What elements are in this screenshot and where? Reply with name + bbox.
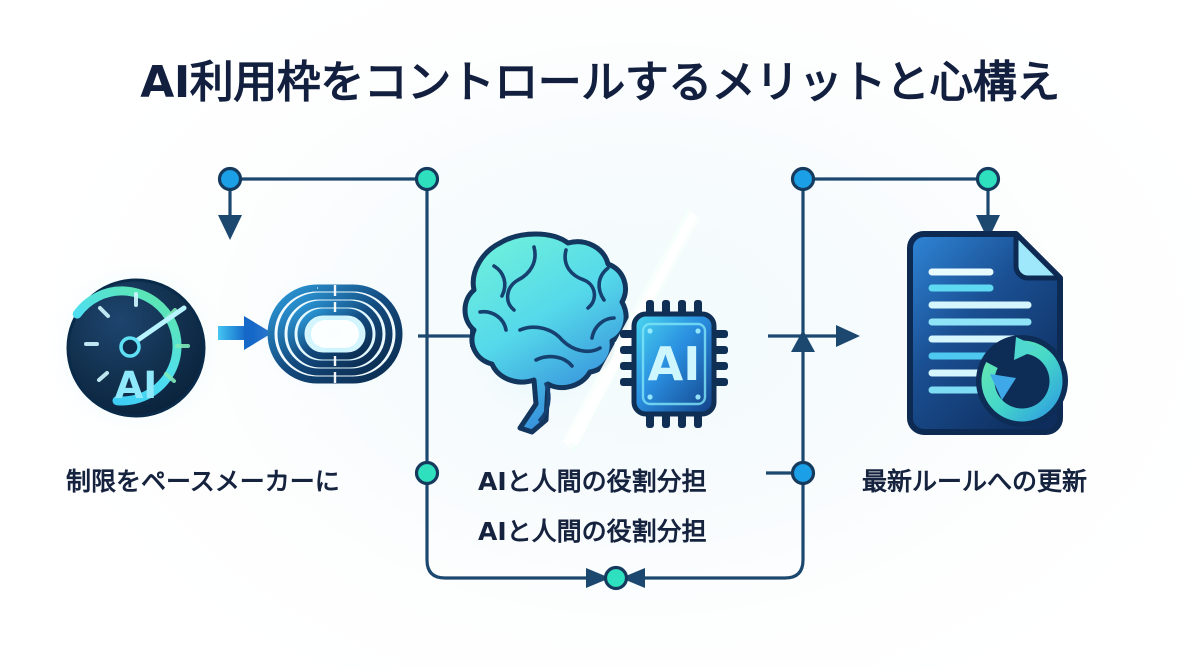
connector-bottom-left-path — [425, 559, 586, 580]
caption-right: 最新ルールへの更新 — [862, 467, 1088, 496]
arrowhead-top-left-down — [218, 215, 242, 240]
caption-middle-bottom: AIと人間の役割分担 — [478, 517, 707, 546]
node-mid-left-green — [414, 460, 440, 486]
connector-nodes — [217, 166, 1001, 591]
page-title: AI利用枠をコントロールするメリットと心構え — [140, 57, 1060, 108]
node-top-left-green — [414, 166, 440, 192]
ai-gauge-icon: AI — [44, 256, 228, 440]
connector-bottom-right-path — [645, 559, 805, 580]
caption-middle-top: AIと人間の役割分担 — [478, 467, 707, 496]
gauge-ai-label: AI — [115, 364, 157, 407]
chip-ai-label: AI — [648, 337, 701, 391]
ai-chip-icon: AI — [616, 300, 732, 428]
caption-left: 制限をペースメーカーに — [66, 467, 340, 496]
arrowhead-bottom-left-right — [586, 568, 610, 588]
arrowhead-right-spine-up — [791, 330, 815, 352]
node-top-right-green — [975, 166, 1001, 192]
running-track-icon — [253, 268, 417, 400]
node-bottom-join-green — [603, 565, 629, 591]
arrowhead-chip-to-doc — [836, 325, 860, 347]
arrowhead-bottom-right-left — [621, 568, 645, 588]
node-mid-right-blue — [790, 460, 816, 486]
node-top-right-blue — [790, 166, 816, 192]
document-refresh-icon — [890, 225, 1070, 435]
node-top-left-blue — [217, 166, 243, 192]
brain-icon — [459, 231, 631, 435]
